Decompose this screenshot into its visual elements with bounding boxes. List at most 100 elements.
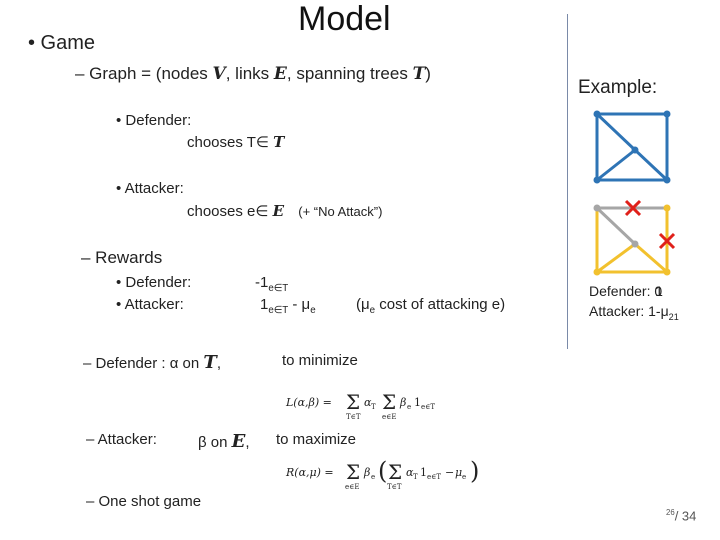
attacker-strategy-label: – Attacker: bbox=[86, 431, 157, 448]
svg-text:1: 1 bbox=[420, 466, 427, 479]
defender-strategy-text: – Defender : α on bbox=[83, 355, 204, 372]
defender-choice: chooses T∈ T bbox=[187, 133, 284, 151]
example-graph-blue bbox=[593, 110, 671, 184]
attacker-choice: chooses e∈ E (+ “No Attack”) bbox=[187, 202, 382, 220]
cost-note-rest: cost of attacking e) bbox=[375, 296, 506, 313]
node bbox=[663, 268, 671, 276]
edge-diag-gray bbox=[595, 206, 637, 246]
defender-strategy: – Defender : α on T, bbox=[83, 352, 221, 373]
edge-diag-yellow bbox=[596, 242, 636, 274]
node bbox=[663, 176, 671, 184]
edge-diag-upper bbox=[595, 112, 637, 152]
node bbox=[663, 110, 671, 118]
edge-right-lower bbox=[633, 148, 669, 182]
attacker-strategy-set: E bbox=[231, 431, 246, 452]
graph-mid2: , spanning trees bbox=[286, 64, 413, 83]
reward-defender-label: • Defender: bbox=[116, 274, 192, 291]
node bbox=[631, 146, 639, 154]
node bbox=[663, 204, 671, 212]
svg-text:(: ( bbox=[378, 457, 387, 485]
svg-text:e∈T: e∈T bbox=[427, 473, 441, 481]
example-defender-overlap: 1 bbox=[655, 283, 663, 299]
cost-note-sub: e bbox=[369, 305, 376, 316]
game-bullet: • Game bbox=[28, 32, 96, 54]
to-maximize: to maximize bbox=[276, 431, 357, 448]
page-number: 26/ 34 bbox=[666, 508, 696, 523]
svg-text:α: α bbox=[364, 396, 372, 409]
example-attacker-text: Attacker: 1-μ bbox=[589, 303, 669, 319]
defender-label: • Defender: bbox=[116, 112, 192, 129]
reward-defender-value: -1e∈T bbox=[255, 274, 288, 294]
reward-defender-sub: e∈T bbox=[268, 283, 289, 294]
svg-text:β: β bbox=[363, 466, 370, 479]
svg-text:): ) bbox=[470, 457, 479, 485]
attacker-label: • Attacker: bbox=[116, 180, 184, 197]
page-current: 26 bbox=[666, 508, 675, 517]
svg-text:β: β bbox=[399, 396, 406, 409]
graph-mid1: , links bbox=[225, 64, 274, 83]
svg-text:e: e bbox=[371, 473, 375, 481]
node bbox=[593, 204, 601, 212]
example-label: Example: bbox=[578, 77, 658, 98]
svg-text:T∈T: T∈T bbox=[387, 483, 402, 491]
node bbox=[593, 176, 601, 184]
graph-definition: – Graph = (nodes V, links E, spanning tr… bbox=[75, 64, 431, 84]
to-minimize: to minimize bbox=[282, 352, 358, 369]
svg-text:e∈E: e∈E bbox=[382, 413, 396, 421]
svg-text:e: e bbox=[407, 403, 411, 411]
svg-text:e∈E: e∈E bbox=[345, 483, 359, 491]
defender-strategy-comma: , bbox=[216, 355, 221, 372]
attack-x-icon bbox=[658, 232, 676, 250]
graph-suffix: ) bbox=[425, 64, 431, 83]
cost-note: (μe cost of attacking e) bbox=[356, 296, 505, 316]
cost-note-open: (μ bbox=[356, 296, 370, 313]
svg-text:R(α,μ) =: R(α,μ) = bbox=[285, 466, 334, 479]
nodes-symbol: V bbox=[212, 64, 226, 84]
slide-title: Model bbox=[298, 0, 391, 38]
reward-attacker-minus: - μ bbox=[288, 296, 311, 313]
node bbox=[593, 110, 601, 118]
node bbox=[593, 268, 601, 276]
page-total: / 34 bbox=[674, 508, 697, 524]
example-graph-yellow bbox=[593, 199, 676, 276]
reward-attacker-label: • Attacker: bbox=[116, 296, 184, 313]
edge-right-lower-yellow bbox=[634, 242, 668, 274]
svg-text:T∈T: T∈T bbox=[346, 413, 361, 421]
reward-attacker-mu-sub: e bbox=[310, 305, 316, 316]
attacker-strategy-comma: , bbox=[245, 434, 250, 451]
example-attacker-sub: 21 bbox=[668, 311, 679, 322]
one-shot-game: – One shot game bbox=[86, 493, 202, 510]
svg-text:Σ: Σ bbox=[346, 460, 360, 484]
svg-text:1: 1 bbox=[414, 396, 421, 409]
svg-text:e∈T: e∈T bbox=[421, 403, 435, 411]
attacker-set-symbol: E bbox=[272, 202, 285, 220]
reward-attacker-value: 1e∈T - μe bbox=[260, 296, 316, 316]
edge-diag-lower bbox=[596, 148, 636, 182]
trees-symbol: T bbox=[412, 64, 426, 84]
formula-reward: R(α,μ) = Σ e∈E β e ( Σ T∈T α T 1 e∈T − μ… bbox=[282, 452, 502, 494]
svg-text:μ: μ bbox=[455, 466, 462, 479]
defender-strategy-set: T bbox=[203, 352, 217, 373]
attacker-strategy-text: β on bbox=[198, 434, 232, 451]
graph-prefix: – Graph = (nodes bbox=[75, 64, 213, 83]
reward-defender-num: -1 bbox=[255, 274, 269, 291]
no-attack-note: (+ “No Attack”) bbox=[298, 204, 383, 219]
attack-x-icon bbox=[624, 199, 642, 217]
node bbox=[631, 240, 639, 248]
reward-attacker-num: 1 bbox=[260, 296, 269, 313]
reward-attacker-sub: e∈T bbox=[268, 305, 289, 316]
formula-loss: L(α,β) = Σ T∈T α T Σ e∈E β e 1 e∈T bbox=[282, 382, 502, 422]
attacker-strategy: β on E, bbox=[198, 431, 250, 452]
svg-text:Σ: Σ bbox=[346, 390, 360, 414]
svg-text:T: T bbox=[413, 473, 418, 481]
svg-text:Σ: Σ bbox=[382, 390, 396, 414]
svg-text:α: α bbox=[406, 466, 414, 479]
svg-text:L(α,β) =: L(α,β) = bbox=[285, 396, 332, 409]
svg-text:−: − bbox=[445, 466, 454, 479]
example-defender-text: Defender: 0 bbox=[589, 283, 663, 299]
defender-choice-text: chooses T∈ bbox=[187, 134, 274, 151]
vertical-divider bbox=[567, 14, 568, 349]
svg-text:T: T bbox=[371, 403, 376, 411]
rewards-heading: – Rewards bbox=[81, 248, 163, 267]
example-attacker: Attacker: 1-μ21 bbox=[589, 303, 679, 322]
